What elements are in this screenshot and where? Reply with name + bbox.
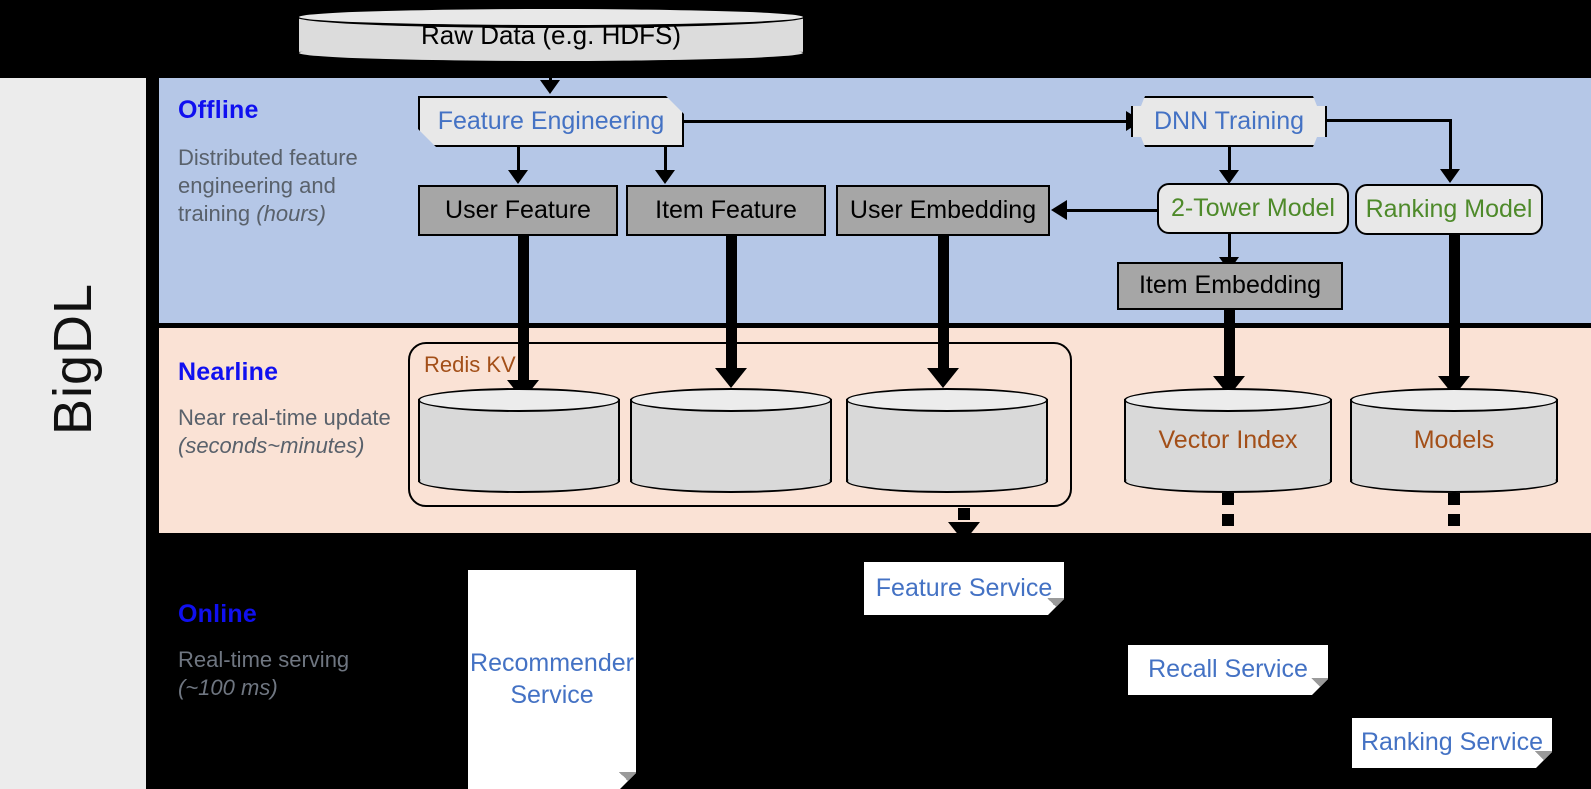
arrowhead-redis-featureservice bbox=[948, 522, 980, 542]
recommender-service-label: Recommender Service bbox=[470, 649, 634, 709]
redis-store-1-top bbox=[418, 388, 620, 412]
dash-vectorindex-1 bbox=[1222, 493, 1234, 505]
redis-store-2-top bbox=[630, 388, 832, 412]
edge-fe-dnn bbox=[684, 120, 1132, 123]
ranking-service-node[interactable]: Ranking Service bbox=[1352, 718, 1552, 768]
redis-store-3-top bbox=[846, 388, 1048, 412]
feature-engineering-node[interactable]: Feature Engineering bbox=[418, 96, 684, 147]
edge-userembedding-store bbox=[938, 236, 949, 376]
edge-dnn-ranking-v bbox=[1449, 119, 1452, 171]
edge-twotower-userembedding bbox=[1067, 209, 1160, 212]
user-feature-label: User Feature bbox=[445, 195, 591, 224]
offline-subtitle-main: Distributed feature engineering and trai… bbox=[178, 145, 358, 227]
redis-store-1-label bbox=[418, 388, 620, 493]
edge-userfeature-store bbox=[518, 236, 529, 388]
online-subtitle: Real-time serving (~100 ms) bbox=[178, 646, 398, 702]
two-tower-model-node[interactable]: 2-Tower Model bbox=[1157, 183, 1349, 234]
redis-store-2-body bbox=[630, 399, 832, 482]
ranking-service-label: Ranking Service bbox=[1360, 728, 1544, 757]
dnn-training-label: DNN Training bbox=[1153, 106, 1305, 135]
dash-redis-featureservice bbox=[958, 508, 970, 520]
item-feature-label: Item Feature bbox=[655, 195, 797, 224]
nearline-subtitle-main: Near real-time update bbox=[178, 405, 391, 430]
nearline-title: Nearline bbox=[178, 358, 279, 386]
online-title: Online bbox=[178, 600, 257, 628]
nearline-subtitle-em: (seconds~minutes) bbox=[178, 433, 365, 459]
recall-service-label: Recall Service bbox=[1148, 655, 1308, 684]
bigdl-rail: BigDL bbox=[0, 78, 146, 789]
raw-data-label: Raw Data (e.g. HDFS) bbox=[420, 19, 682, 50]
user-feature-node[interactable]: User Feature bbox=[418, 185, 618, 236]
arrowhead-dnn-twotower bbox=[1219, 170, 1239, 184]
ranking-model-label: Ranking Model bbox=[1365, 194, 1533, 223]
edge-rawdata-fe bbox=[549, 64, 552, 84]
vector-index-top bbox=[1124, 388, 1332, 412]
item-embedding-node[interactable]: Item Embedding bbox=[1117, 262, 1343, 310]
arrowhead-twotower-userembedding bbox=[1051, 200, 1067, 220]
models-store[interactable]: Models bbox=[1350, 388, 1558, 493]
vector-index-store[interactable]: Vector Index bbox=[1124, 388, 1332, 493]
edge-twotower-itemembedding bbox=[1228, 234, 1231, 260]
raw-data-store[interactable]: Raw Data (e.g. HDFS) bbox=[296, 6, 806, 64]
feature-service-node[interactable]: Feature Service bbox=[864, 562, 1064, 615]
edge-rankingmodel-models bbox=[1449, 234, 1460, 384]
online-subtitle-em: (~100 ms) bbox=[178, 675, 278, 701]
models-label: Models bbox=[1413, 426, 1495, 454]
edge-fe-itemfeature bbox=[664, 147, 667, 173]
arrowhead-fe-userfeature bbox=[508, 170, 528, 184]
redis-store-2[interactable] bbox=[630, 388, 832, 493]
ranking-model-node[interactable]: Ranking Model bbox=[1355, 184, 1543, 235]
recommender-service-node[interactable]: Recommender Service bbox=[468, 570, 636, 789]
bigdl-text: BigDL bbox=[43, 282, 104, 436]
raw-data-top bbox=[296, 6, 806, 28]
redis-store-1-body bbox=[418, 399, 620, 482]
feature-service-label: Feature Service bbox=[875, 573, 1053, 602]
arrowhead-rawdata-fe bbox=[540, 80, 560, 94]
recall-service-node[interactable]: Recall Service bbox=[1128, 645, 1328, 695]
redis-kv-label: Redis KV bbox=[424, 352, 516, 377]
feature-engineering-label: Feature Engineering bbox=[437, 106, 665, 135]
arrowhead-userembedding-store bbox=[927, 368, 959, 388]
nearline-subtitle: Near real-time update (seconds~minutes) bbox=[178, 404, 398, 460]
arrowhead-dnn-ranking bbox=[1440, 169, 1460, 183]
offline-title: Offline bbox=[178, 96, 259, 124]
edge-fe-userfeature bbox=[517, 147, 520, 173]
edge-itemfeature-store bbox=[726, 236, 737, 376]
arrowhead-fe-itemfeature bbox=[655, 170, 675, 184]
online-subtitle-main: Real-time serving bbox=[178, 647, 350, 672]
edge-dnn-ranking-h bbox=[1327, 119, 1452, 122]
dnn-training-node[interactable]: DNN Training bbox=[1131, 96, 1327, 147]
bigdl-label: BigDL bbox=[0, 78, 146, 789]
redis-store-3-label bbox=[846, 388, 1048, 493]
dash-models-1 bbox=[1448, 493, 1460, 505]
redis-store-3[interactable] bbox=[846, 388, 1048, 493]
offline-subtitle-em: (hours) bbox=[256, 201, 326, 227]
redis-store-3-body bbox=[846, 399, 1048, 482]
dash-models-2 bbox=[1448, 514, 1460, 526]
redis-store-1[interactable] bbox=[418, 388, 620, 493]
item-embedding-label: Item Embedding bbox=[1138, 271, 1322, 300]
user-embedding-label: User Embedding bbox=[849, 195, 1037, 224]
two-tower-model-label: 2-Tower Model bbox=[1171, 193, 1335, 222]
models-top bbox=[1350, 388, 1558, 412]
edge-itemembedding-vectorindex bbox=[1224, 310, 1235, 384]
arrowhead-itemfeature-store bbox=[715, 368, 747, 388]
redis-kv-container[interactable] bbox=[408, 342, 1072, 507]
user-embedding-node[interactable]: User Embedding bbox=[836, 185, 1050, 236]
vector-index-label: Vector Index bbox=[1158, 426, 1298, 454]
edge-dnn-twotower bbox=[1228, 147, 1231, 173]
offline-subtitle: Distributed feature engineering and trai… bbox=[178, 144, 398, 228]
models-body bbox=[1350, 399, 1558, 482]
redis-store-2-label bbox=[630, 388, 832, 493]
dash-vectorindex-2 bbox=[1222, 514, 1234, 526]
vector-index-body bbox=[1124, 399, 1332, 482]
item-feature-node[interactable]: Item Feature bbox=[626, 185, 826, 236]
